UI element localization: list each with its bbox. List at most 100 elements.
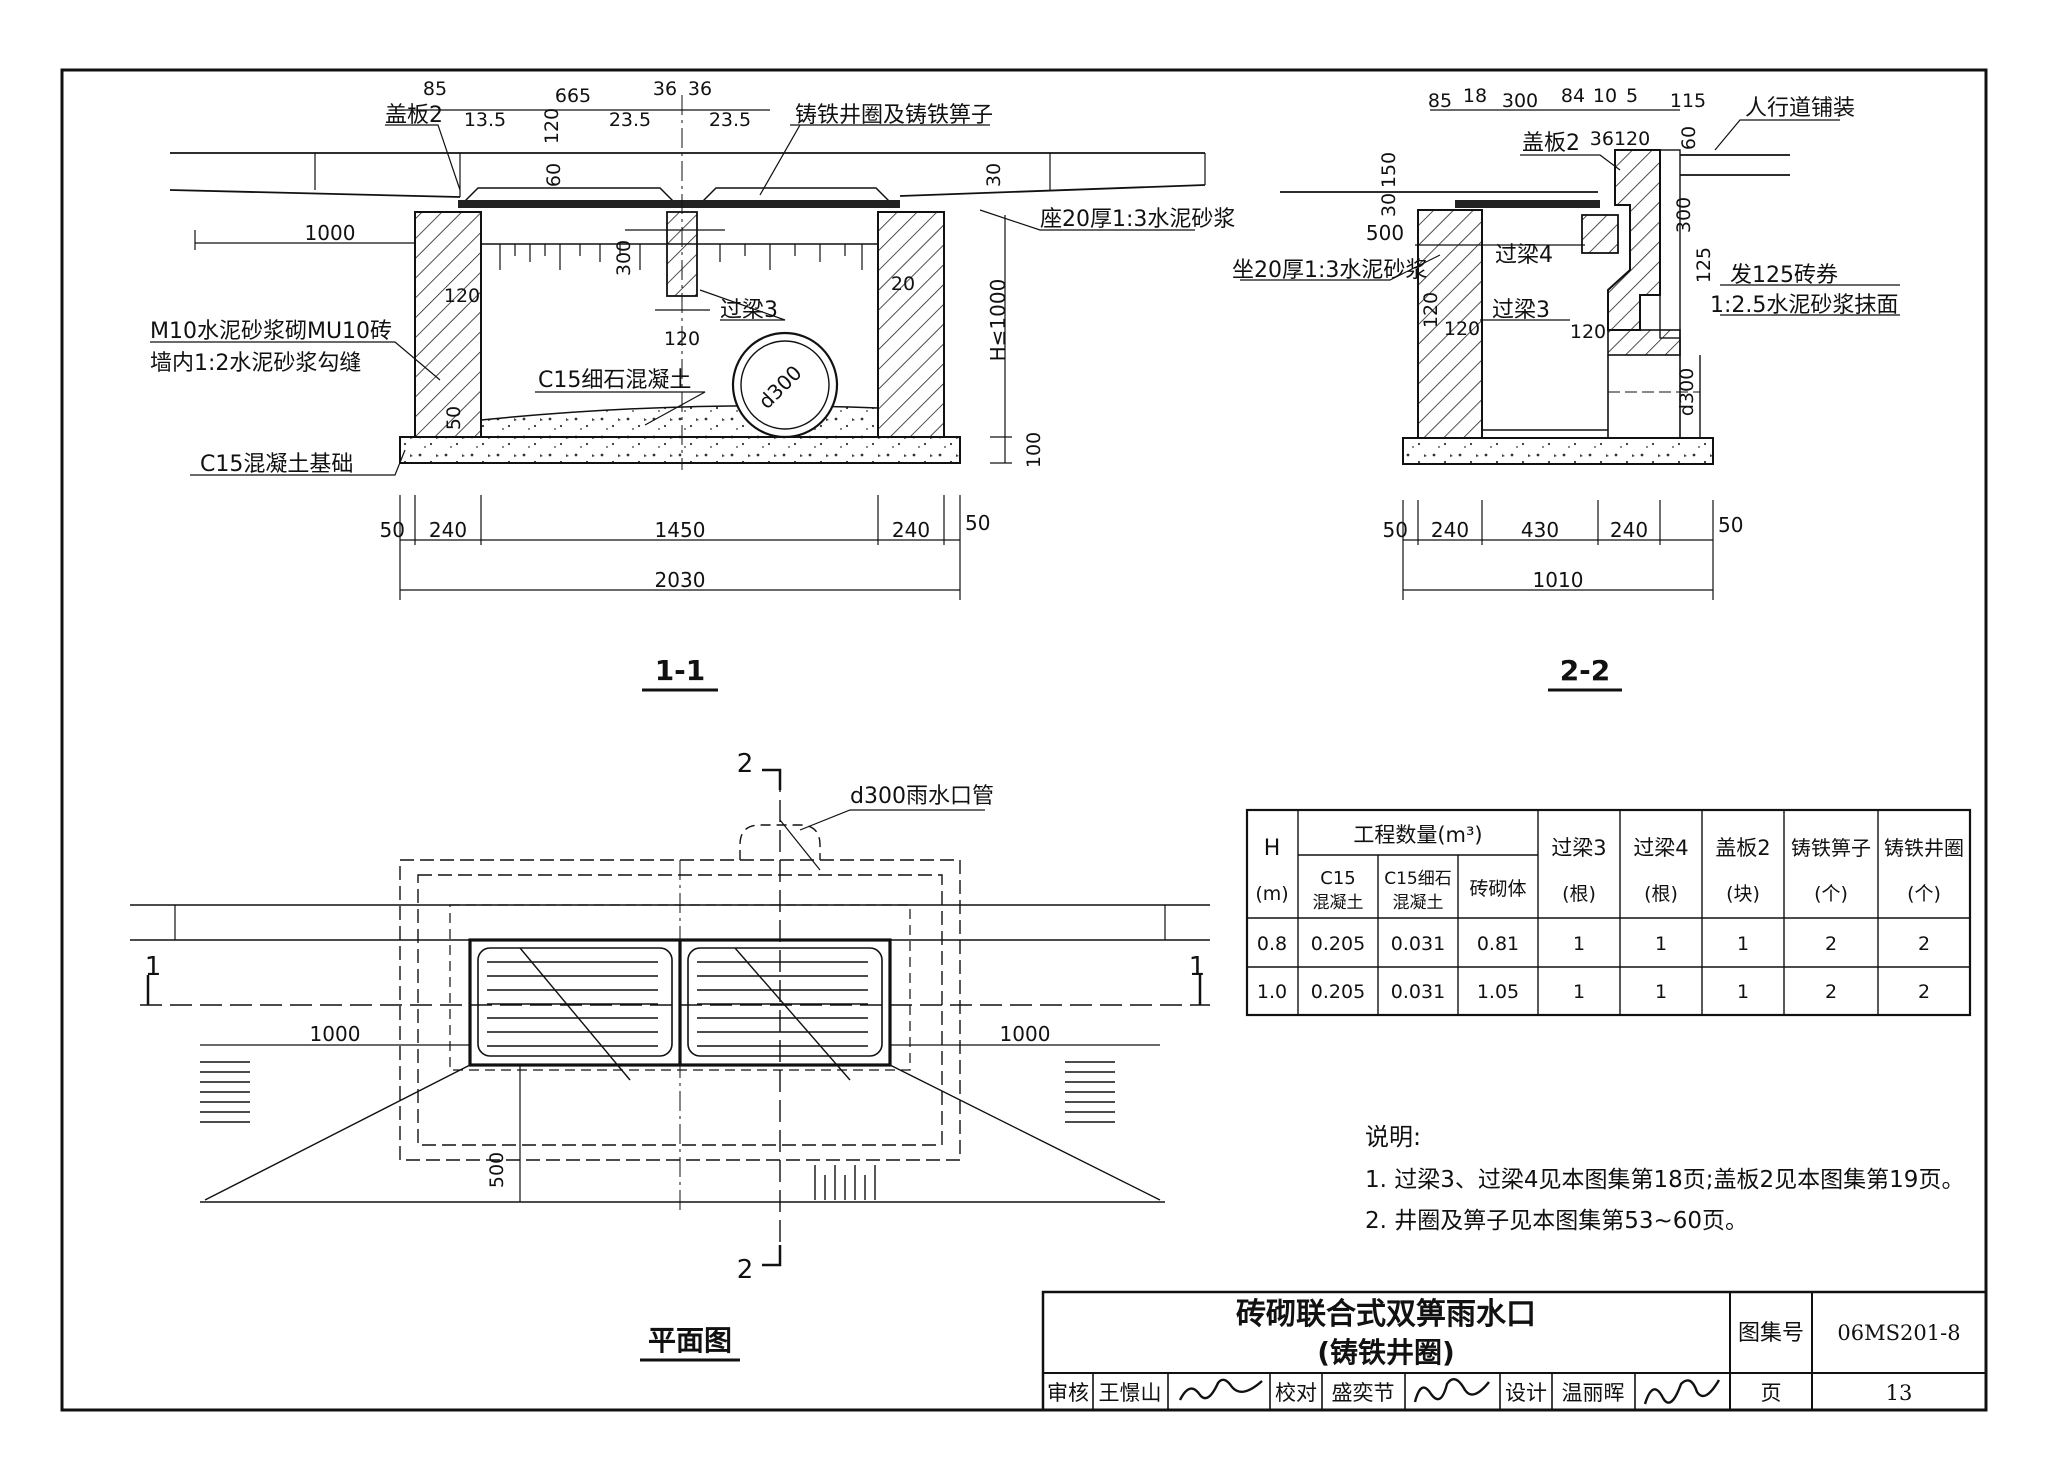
dim-1-1-top0: 85 — [423, 78, 447, 100]
cell-r0-c5: 1 — [1655, 933, 1667, 955]
cell-r0-c8: 2 — [1918, 933, 1930, 955]
designer-signature — [1643, 1379, 1721, 1405]
title-main: 砖砌联合式双箅雨水口 — [1236, 1297, 1536, 1332]
label-cover-plate-2: 盖板2 — [1522, 131, 1580, 156]
dim-2-2-b4: 50 — [1718, 513, 1743, 537]
atlas-number: 06MS201-8 — [1837, 1321, 1960, 1345]
label-cover-plate-1: 盖板2 — [385, 103, 443, 128]
th-beam4-unit: (根) — [1644, 883, 1678, 905]
dim-1-1-total: 2030 — [655, 568, 706, 592]
dim-1-1-20: 20 — [891, 273, 915, 295]
th-c15fine-1: C15细石 — [1384, 869, 1452, 889]
dim-1-1-b4: 50 — [965, 511, 990, 535]
dim-2-2-60: 60 — [1678, 126, 1700, 150]
dim-2-2-30: 30 — [1378, 193, 1400, 217]
label-mortar-seat-1: 座20厚1:3水泥砂浆 — [1040, 207, 1235, 232]
title-section-1-1: 1-1 — [655, 654, 706, 687]
cell-r1-c2: 0.031 — [1391, 981, 1445, 1003]
section-1-1: 50 240 1450 240 50 2030 1000 85 665 36 3… — [150, 78, 1235, 692]
notes-heading: 说明: — [1365, 1123, 1421, 1151]
reviewer-name: 王憬山 — [1099, 1381, 1162, 1405]
dim-2-2-top4: 10 — [1593, 85, 1617, 107]
cell-r0-c7: 2 — [1825, 933, 1837, 955]
plan-dim-1000-right: 1000 — [1000, 1022, 1051, 1046]
th-grate: 铸铁箅子 — [1791, 836, 1871, 860]
title-sub: (铸铁井圈) — [1317, 1336, 1455, 1369]
dim-1-1-b1: 240 — [429, 518, 467, 542]
cell-r0-c4: 1 — [1573, 933, 1585, 955]
dim-2-2-top2: 300 — [1502, 90, 1538, 112]
atlas-label: 图集号 — [1738, 1321, 1804, 1346]
check-label: 校对 — [1275, 1381, 1317, 1405]
title-section-2-2: 2-2 — [1560, 654, 1611, 687]
th-qty: 工程数量(m³) — [1353, 823, 1482, 847]
dim-2-2-total: 1010 — [1533, 568, 1584, 592]
dim-2-2-b2: 430 — [1521, 518, 1559, 542]
label-plaster: 1:2.5水泥砂浆抹面 — [1710, 293, 1898, 318]
reviewer-signature — [1178, 1378, 1263, 1401]
label-pipe: d300雨水口管 — [850, 784, 994, 809]
label-wall-line2: 墙内1:2水泥砂浆勾缝 — [150, 351, 361, 376]
dim-1-1-1000: 1000 — [305, 221, 356, 245]
th-c15-2: 混凝土 — [1313, 893, 1364, 913]
cell-r1-c3: 1.05 — [1477, 981, 1519, 1003]
table-row: 1.0 0.205 0.031 1.05 1 1 1 2 2 — [1257, 981, 1930, 1003]
dim-2-2-d300: d300 — [1676, 368, 1698, 416]
cell-r0-c1: 0.205 — [1311, 933, 1365, 955]
quantity-table: H (m) 工程数量(m³) C15 混凝土 C15细石 混凝土 砖砌体 过梁3… — [1245, 808, 1972, 1017]
dim-2-2-top0: 85 — [1428, 90, 1452, 112]
th-c15-1: C15 — [1320, 868, 1355, 889]
dim-2-2-120c: 120 — [1420, 292, 1442, 328]
dim-2-2-300: 300 — [1673, 197, 1695, 233]
dim-1-1-top7: 23.5 — [709, 109, 751, 131]
cell-r1-c0: 1.0 — [1257, 981, 1287, 1003]
cell-r1-c5: 1 — [1655, 981, 1667, 1003]
dim-2-2-125: 125 — [1693, 247, 1715, 283]
dim-1-1-b3: 240 — [892, 518, 930, 542]
plan-view: 1 1 2 2 1000 10 — [130, 749, 1210, 1362]
dim-1-1-120b: 120 — [664, 328, 700, 350]
section-2-2: 85 18 300 84 10 5 115 36120 60 150 30 50… — [1232, 85, 1900, 692]
cut-2-top: 2 — [737, 749, 754, 779]
title-block: 砖砌联合式双箅雨水口 (铸铁井圈) 图集号 06MS201-8 审核 王憬山 校… — [1041, 1290, 1988, 1412]
dim-2-2-120a: 120 — [1444, 318, 1480, 340]
th-beam4: 过梁4 — [1633, 836, 1688, 860]
sheet-border — [60, 68, 1988, 1412]
page-number: 13 — [1886, 1381, 1913, 1405]
dim-1-1-top4: 13.5 — [464, 109, 506, 131]
plan-dim-500: 500 — [486, 1152, 508, 1188]
dim-2-2-150: 150 — [1378, 152, 1400, 188]
label-beam4: 过梁4 — [1495, 243, 1553, 268]
dim-2-2-top3: 84 — [1561, 85, 1585, 107]
dim-2-2-120b: 120 — [1570, 321, 1606, 343]
dim-2-2-36120: 36120 — [1590, 128, 1650, 150]
cell-r1-c7: 2 — [1825, 981, 1837, 1003]
cell-r0-c6: 1 — [1737, 933, 1749, 955]
th-ring: 铸铁井圈 — [1884, 836, 1964, 860]
dim-1-1-b2: 1450 — [655, 518, 706, 542]
cell-r1-c8: 2 — [1918, 981, 1930, 1003]
cell-r1-c4: 1 — [1573, 981, 1585, 1003]
cell-r1-c6: 1 — [1737, 981, 1749, 1003]
th-h-unit: (m) — [1255, 883, 1288, 905]
dim-1-1-100: 100 — [1023, 432, 1045, 468]
dim-1-1-top5: 120 — [541, 108, 563, 144]
design-label: 设计 — [1505, 1381, 1547, 1405]
dim-1-1-top3: 36 — [688, 78, 712, 100]
label-wall-line1: M10水泥砂浆砌MU10砖 — [150, 319, 392, 344]
checker-signature — [1413, 1378, 1490, 1403]
dim-1-1-top6: 23.5 — [609, 109, 651, 131]
review-label: 审核 — [1047, 1381, 1089, 1405]
th-beam3-unit: (根) — [1562, 883, 1596, 905]
label-fine-concrete: C15细石混凝土 — [538, 368, 691, 393]
label-beam3-1: 过梁3 — [720, 298, 778, 323]
dim-2-2-500: 500 — [1366, 221, 1404, 245]
th-grate-unit: (个) — [1814, 883, 1848, 905]
th-c15fine-2: 混凝土 — [1393, 893, 1444, 913]
notes-item-1: 1. 过梁3、过梁4见本图集第18页;盖板2见本图集第19页。 — [1365, 1167, 1964, 1193]
cell-r0-c3: 0.81 — [1477, 933, 1519, 955]
th-cover: 盖板2 — [1715, 836, 1770, 860]
dim-1-1-30: 30 — [983, 163, 1005, 187]
dim-2-2-top5: 5 — [1626, 85, 1638, 107]
